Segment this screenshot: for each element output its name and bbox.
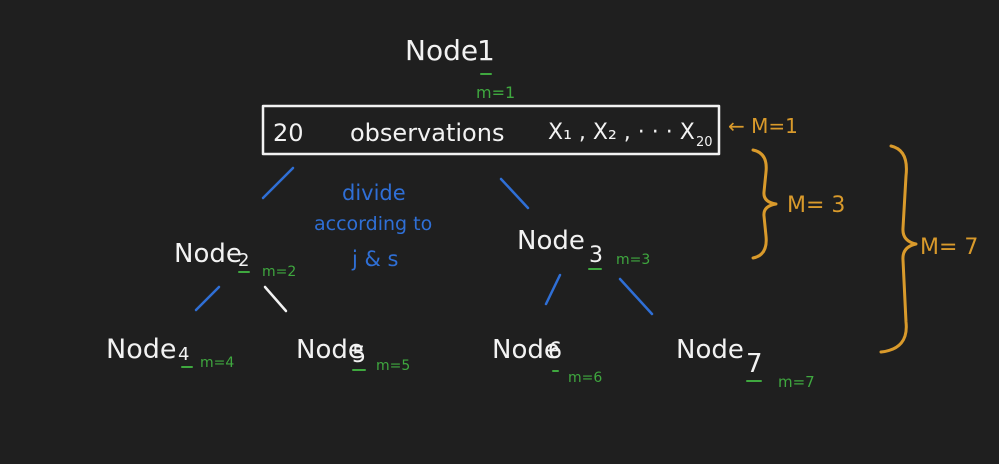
edge-node3-node7 [618, 277, 654, 316]
level3-annotation: M= 7 [920, 235, 978, 260]
node2-number: 2 [238, 250, 249, 271]
level2-annotation: M= 3 [787, 193, 845, 218]
node4-m: m=4 [200, 355, 234, 371]
node7-m: m=7 [778, 373, 815, 391]
root-observation-box [261, 104, 721, 156]
node1-label: Node [405, 34, 478, 67]
node6-label: Node [492, 335, 560, 365]
node1-m: m=1 [476, 83, 515, 102]
brace-level2 [751, 148, 778, 260]
node2-label: Node [174, 239, 242, 269]
node4-number: 4 [178, 344, 189, 365]
node3-label: Node [517, 226, 585, 256]
node7-number: 7 [746, 349, 763, 379]
root-observations-word: observations [350, 119, 504, 147]
root-last-subscript: 20 [696, 135, 713, 150]
edge-node2-node5 [263, 285, 288, 313]
node7-label: Node [676, 335, 744, 365]
root-variables: X₁ , X₂ , · · · X [548, 120, 695, 145]
divide-note-line1: divide [342, 181, 406, 205]
divide-note-line3: j & s [351, 247, 399, 271]
edge-node3-node6 [544, 273, 562, 306]
node6-m: m=6 [568, 370, 602, 386]
node5-m: m=5 [376, 358, 410, 374]
level1-annotation: ← M=1 [728, 114, 798, 138]
node5-number: 5 [352, 343, 366, 368]
node2-m: m=2 [262, 264, 296, 280]
edge-root-node2 [261, 166, 295, 200]
node3-m: m=3 [616, 252, 650, 268]
node5-label: Node [296, 335, 364, 365]
edge-root-node3 [499, 177, 530, 210]
divide-note-line2: according to [314, 213, 432, 235]
node4-label: Node [106, 334, 176, 365]
node1-number: 1 [477, 34, 495, 67]
node6-number: 6 [548, 339, 562, 364]
node3-number: 3 [589, 243, 603, 268]
edge-node2-node4 [194, 285, 221, 312]
brace-level3 [879, 144, 918, 354]
root-count: 20 [273, 119, 304, 147]
